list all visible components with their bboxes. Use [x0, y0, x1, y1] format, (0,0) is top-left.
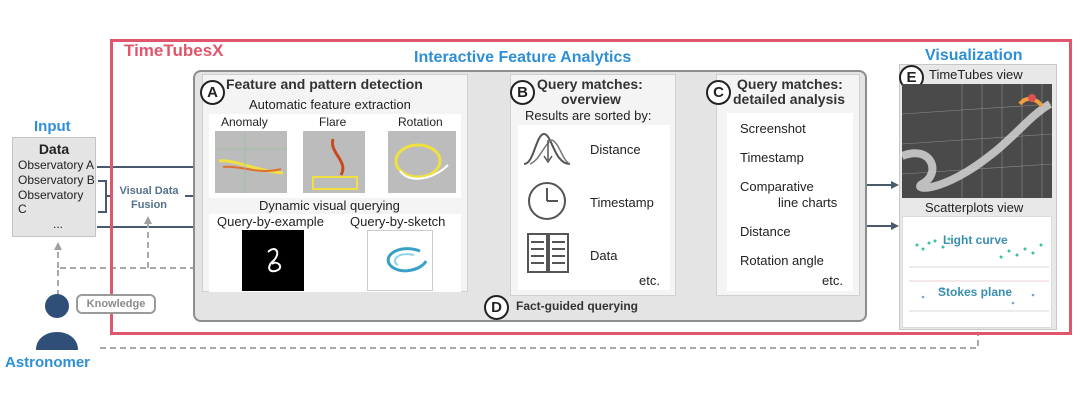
- sort-distance: Distance: [590, 142, 641, 157]
- panel-c-title-2: detailed analysis: [733, 91, 846, 107]
- dynamic-query-label: Dynamic visual querying: [259, 198, 400, 213]
- observatory-a: Observatory A: [18, 158, 95, 172]
- panel-a-title: Feature and pattern detection: [226, 76, 423, 92]
- panel-b-title-2: overview: [561, 91, 621, 107]
- light-curve-label: Light curve: [943, 233, 1008, 247]
- detail-timestamp: Timestamp: [740, 150, 804, 165]
- stokes-plane-label: Stokes plane: [938, 285, 1013, 299]
- letter-a: A: [200, 80, 225, 105]
- query-by-sketch-label: Query-by-sketch: [350, 214, 446, 229]
- letter-c: C: [706, 80, 731, 105]
- knowledge-label: Knowledge: [86, 298, 146, 310]
- detail-line-charts: line charts: [778, 195, 838, 210]
- dashed-user-viz: [100, 333, 979, 349]
- panel-c-etc: etc.: [822, 273, 843, 288]
- timetubesx-frame: [110, 39, 1072, 335]
- panel-c-list: [727, 113, 853, 291]
- scatterplots-view[interactable]: [902, 216, 1052, 328]
- query-by-example-label: Query-by-example: [217, 214, 324, 229]
- detail-rotation-angle: Rotation angle: [740, 253, 824, 268]
- timetubes-view[interactable]: [902, 84, 1052, 198]
- letter-b: B: [510, 80, 535, 105]
- data-title: Data: [38, 141, 70, 157]
- feature-rotation-label: Rotation: [398, 115, 443, 129]
- sorted-by-label: Results are sorted by:: [525, 108, 652, 123]
- auto-feature-label: Automatic feature extraction: [249, 97, 411, 112]
- letter-d: D: [484, 295, 509, 320]
- observatory-b: Observatory B: [18, 173, 95, 187]
- detail-screenshot: Screenshot: [740, 121, 806, 136]
- timetubes-view-label: TimeTubes view: [929, 67, 1023, 82]
- astronomer-icon: [34, 292, 80, 357]
- fusion-label: Visual Data Fusion: [113, 184, 185, 212]
- flare-thumbnail: [303, 131, 365, 193]
- detail-distance: Distance: [740, 224, 791, 239]
- scatterplots-view-label: Scatterplots view: [925, 200, 1024, 215]
- app-title: TimeTubesX: [124, 41, 224, 60]
- feedback-label: Fact-guided querying: [516, 299, 639, 313]
- feature-flare-label: Flare: [319, 115, 347, 129]
- distance-icon: [522, 130, 572, 173]
- panel-b-etc: etc.: [639, 273, 660, 288]
- observatory-c: Observatory C: [18, 188, 84, 216]
- sort-timestamp: Timestamp: [590, 195, 654, 210]
- feature-anomaly-label: Anomaly: [221, 115, 268, 129]
- query-example-image[interactable]: [242, 230, 304, 291]
- panel-c-title-1: Query matches:: [737, 76, 843, 92]
- query-sketch-canvas[interactable]: [367, 230, 433, 291]
- sort-data: Data: [590, 248, 618, 263]
- data-book-icon: [526, 232, 570, 281]
- detail-comparative: Comparative: [740, 179, 814, 194]
- observatory-more: ...: [53, 217, 64, 231]
- anomaly-thumbnail: [215, 131, 287, 193]
- knowledge-bubble: Knowledge: [76, 294, 156, 314]
- panel-b-title-1: Query matches:: [537, 76, 643, 92]
- input-title: Input: [34, 118, 71, 135]
- clock-icon: [526, 180, 568, 227]
- input-data-box: Data Observatory A Observatory B Observa…: [12, 137, 96, 237]
- fusion-brace: [98, 180, 107, 213]
- ifa-title: Interactive Feature Analytics: [414, 49, 632, 66]
- astronomer-label: Astronomer: [5, 354, 91, 371]
- visualization-title: Visualization: [925, 47, 1023, 64]
- rotation-thumbnail: [388, 131, 456, 193]
